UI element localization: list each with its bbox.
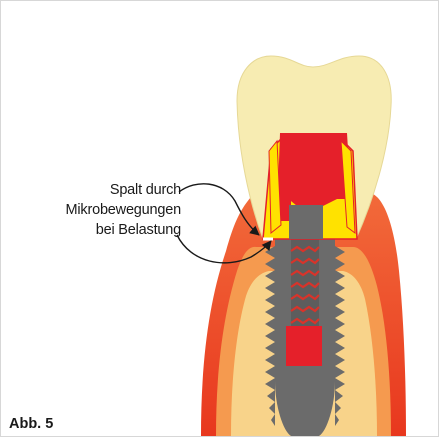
figure-caption: Abb. 5: [9, 416, 53, 432]
abutment: [263, 133, 357, 239]
gap-label-line-2: Mikrobewegungen: [66, 201, 182, 219]
abutment-screw-head: [289, 205, 323, 239]
abutment-inner-red: [291, 161, 337, 206]
gap-label-line-3: bei Belastung: [96, 221, 181, 239]
implant-bottom-red-insert: [286, 326, 322, 366]
gap-label-line-1: Spalt durch: [110, 181, 181, 199]
